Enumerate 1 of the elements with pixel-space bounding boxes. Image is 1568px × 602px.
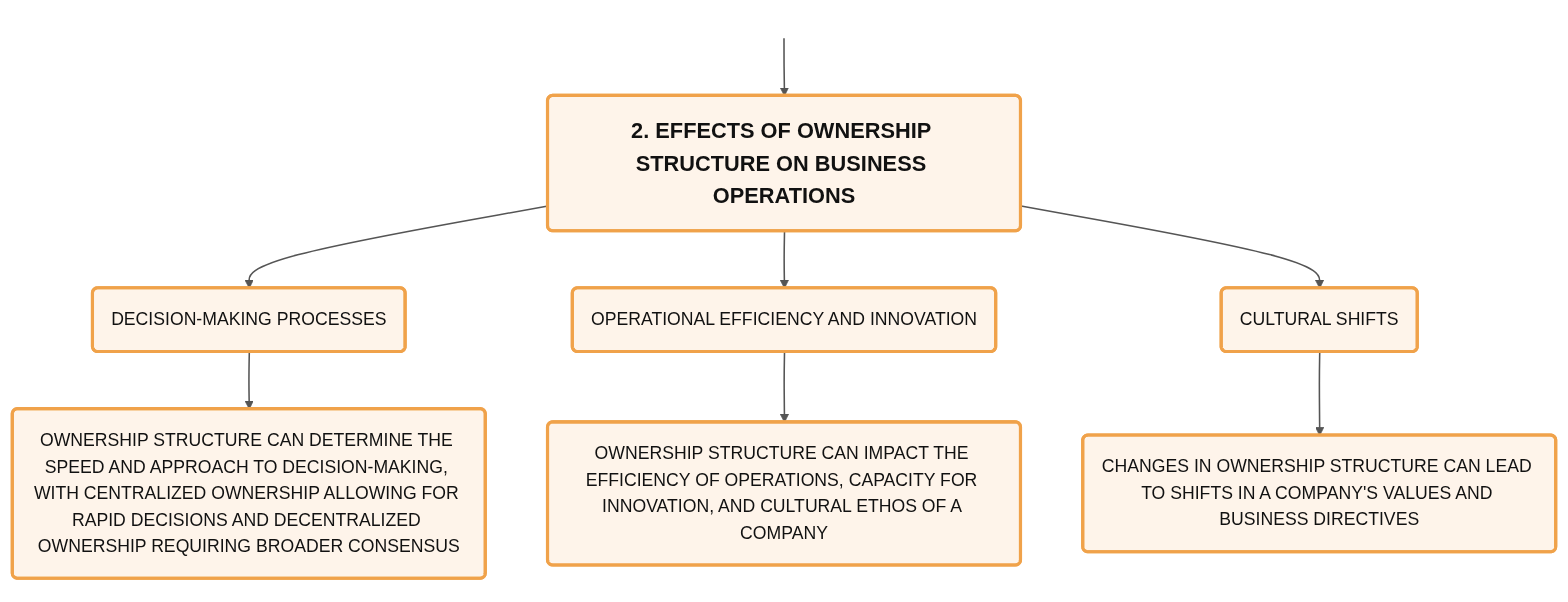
arrow: [1315, 351, 1325, 436]
